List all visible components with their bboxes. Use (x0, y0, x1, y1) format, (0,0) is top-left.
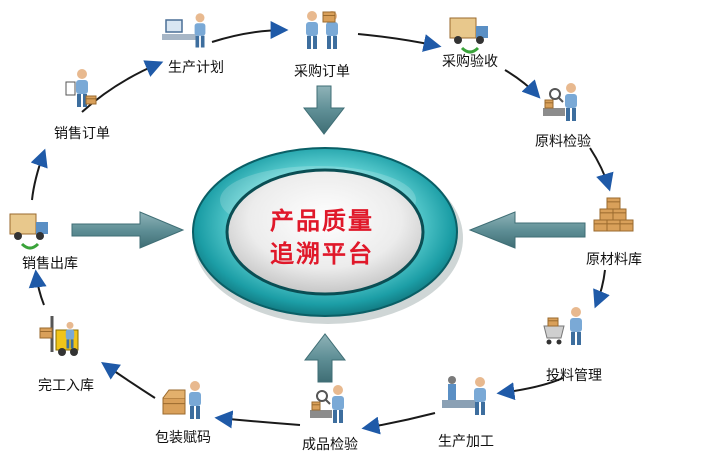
node-label-sales-order: 销售订单 (54, 126, 110, 142)
hub-title-line1: 产品质量 (270, 207, 374, 235)
arrow-production-to-finished (361, 412, 436, 435)
inspector-magnifier-icon (310, 385, 344, 423)
node-label-production: 生产加工 (438, 434, 494, 450)
node-label-purchase-inspection: 采购验收 (442, 54, 498, 70)
node-icons (9, 11, 634, 423)
hub (192, 147, 463, 324)
forklift-icon (39, 316, 79, 356)
arrow-order-to-plan (81, 60, 164, 113)
arrow-raw-inspection-to-warehouse (589, 147, 614, 192)
big-arrow-left (71, 211, 185, 249)
arrow-feeding-to-production (496, 377, 564, 401)
stacked-boxes-icon (593, 197, 634, 232)
node-label-finished-inspection: 成品检验 (302, 437, 358, 453)
arrow-finished-to-packaging (214, 410, 301, 429)
delivery-truck-icon (9, 213, 48, 250)
arrow-warehouse-to-feeding (593, 269, 610, 309)
arrow-plan-to-purchase-order (211, 21, 289, 43)
node-label-raw-inspection: 原料检验 (535, 134, 591, 150)
desk-computer-icon (162, 13, 206, 48)
big-arrow-bottom (303, 333, 347, 383)
inspector-magnifier-icon (543, 83, 577, 121)
node-label-completion-warehousing: 完工入库 (38, 378, 94, 394)
node-label-raw-warehouse: 原材料库 (586, 252, 642, 268)
node-label-packaging-coding: 包装赋码 (155, 430, 211, 446)
hub-arrows (71, 85, 586, 383)
arrow-packaging-to-completion (101, 361, 156, 399)
hub-center (225, 168, 425, 296)
cart-worker-icon (543, 307, 582, 345)
arrow-sales-outbound-to-order (30, 148, 48, 201)
node-label-production-plan: 生产计划 (168, 60, 224, 76)
arrow-completion-to-sales-outbound (28, 269, 47, 306)
big-arrow-right (468, 211, 586, 249)
arrow-inspection-to-raw-inspection (504, 69, 541, 99)
production-line-icon (442, 376, 486, 415)
hub-title-line2: 追溯平台 (270, 240, 374, 268)
buyer-seller-icon (306, 11, 338, 49)
big-arrow-top (302, 85, 346, 135)
arrow-purchase-order-to-inspection (357, 33, 442, 52)
cycle-arrows (28, 21, 614, 435)
node-label-purchase-order: 采购订单 (294, 64, 350, 80)
packing-box-icon (162, 381, 201, 419)
clipboard-worker-icon (65, 69, 97, 107)
node-label-feeding-management: 投料管理 (546, 368, 602, 384)
delivery-truck-icon (449, 17, 488, 54)
node-label-sales-outbound: 销售出库 (22, 256, 78, 272)
